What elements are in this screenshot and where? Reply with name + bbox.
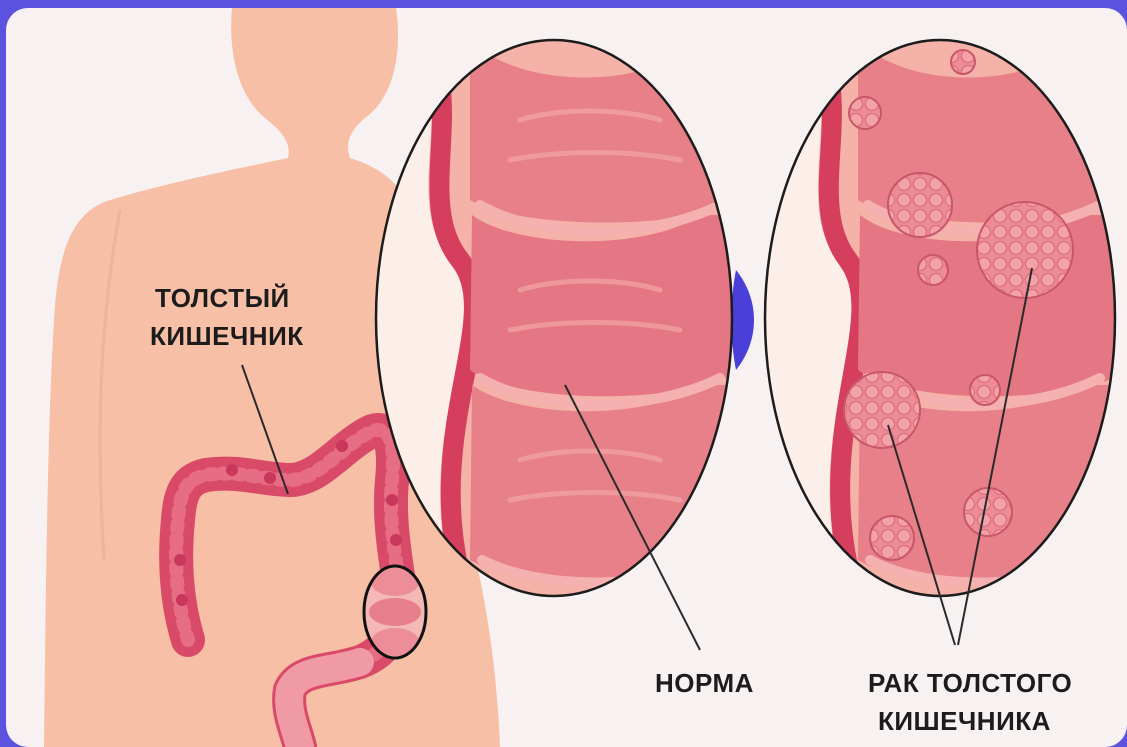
colon-label-line-2: КИШЕЧНИК <box>150 321 304 351</box>
normal-label: НОРМА <box>655 668 754 698</box>
cancer-label-line-2: КИШЕЧНИКА <box>878 706 1051 736</box>
colon-label-line-1: ТОЛСТЫЙ <box>155 283 290 313</box>
cancer-label-line-1: РАК ТОЛСТОГО <box>868 668 1072 698</box>
